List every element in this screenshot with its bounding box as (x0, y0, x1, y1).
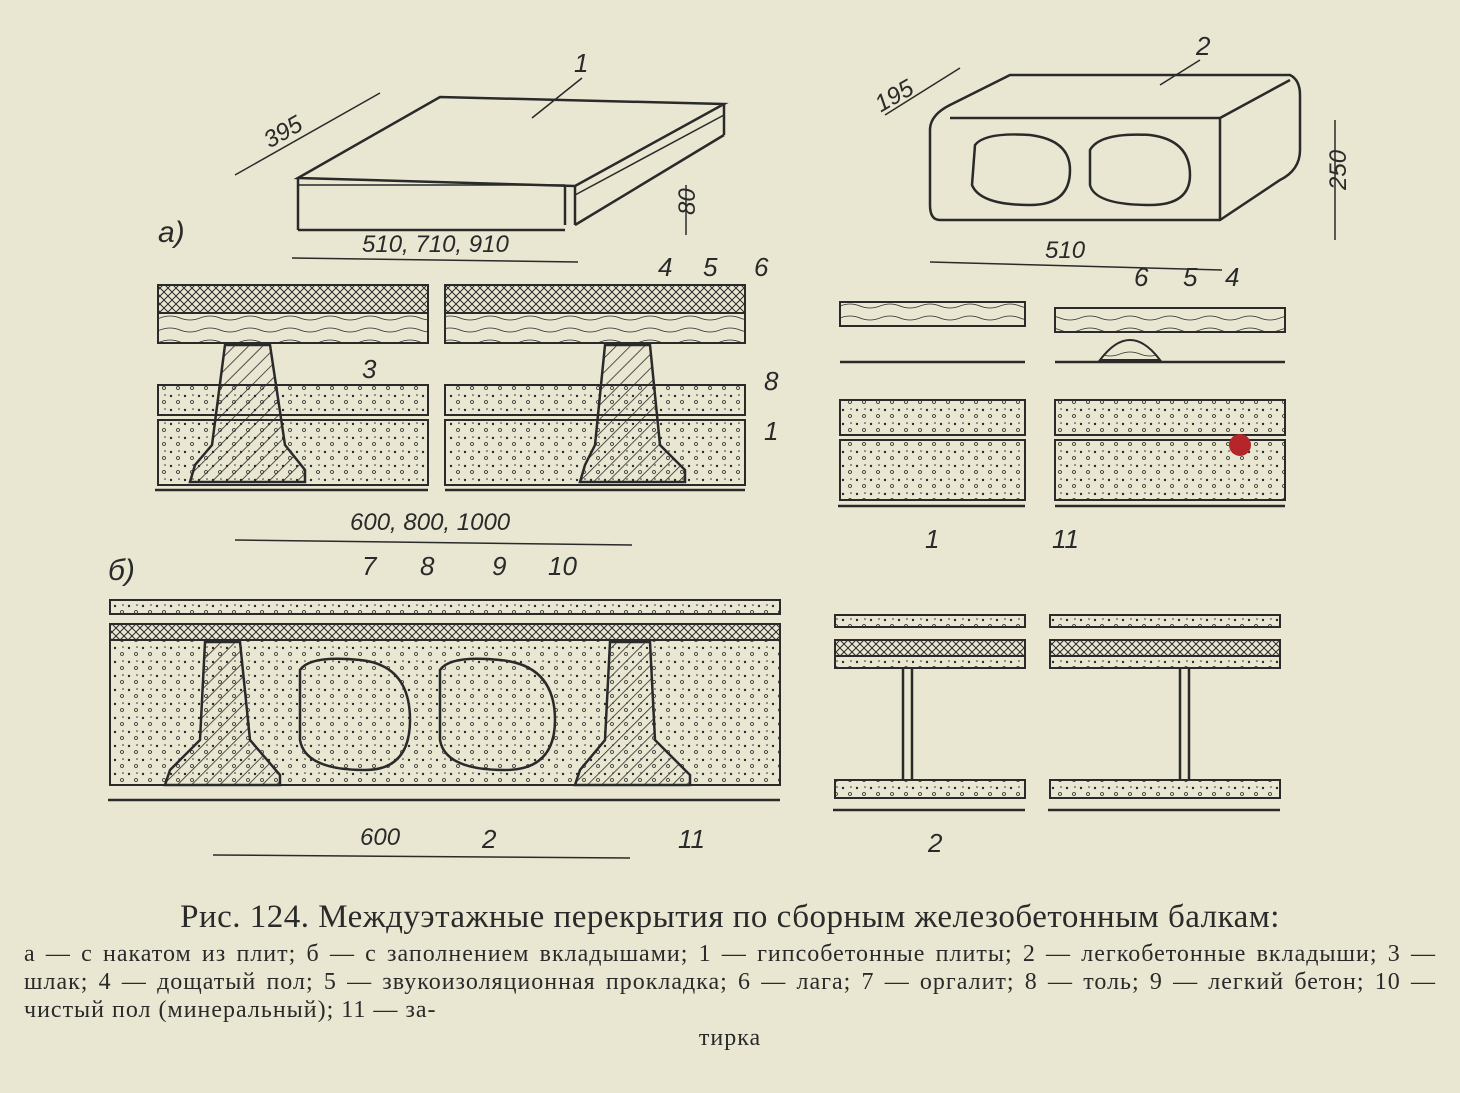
caption-last-line: тирка (698, 1025, 762, 1051)
dim-block-height: 250 (1325, 149, 1352, 191)
callout-2-b: 2 (481, 824, 497, 854)
callout-11-right-a: 11 (1052, 524, 1079, 554)
caption-legend: а — с накатом из плит; б — с заполнением… (24, 941, 1436, 1023)
dim-block-width: 195 (870, 74, 919, 118)
section-b-left (108, 599, 781, 859)
caption-title: Рис. 124. Междуэтажные перекрытия по сбо… (180, 899, 1280, 935)
callout-1-top: 1 (574, 48, 588, 78)
callout-10: 10 (548, 551, 577, 581)
section-a-right (838, 301, 1286, 508)
section-a-left (155, 284, 746, 546)
callout-11-b: 11 (678, 824, 705, 854)
dim-spacing-b: 600 (360, 824, 401, 851)
caption-body: а — с накатом из плит; б — с заполнением… (24, 940, 1436, 1052)
callout-1-right: 1 (925, 524, 939, 554)
dim-plate-lengths: 510, 710, 910 (362, 231, 509, 258)
dim-spacing-a: 600, 800, 1000 (350, 509, 511, 536)
lightweight-block-drawing (884, 67, 1336, 271)
callout-8-b: 8 (420, 551, 435, 581)
callout-6-a: 6 (754, 252, 769, 282)
callout-2-right: 2 (927, 828, 943, 858)
figure-caption: Рис. 124. Междуэтажные перекрытия по сбо… (20, 898, 1440, 1052)
dim-plate-width: 395 (259, 110, 308, 154)
callout-4-a: 4 (658, 252, 672, 282)
callout-6-b: 6 (1134, 262, 1149, 292)
callout-9: 9 (492, 551, 506, 581)
callout-5-b: 5 (1183, 262, 1198, 292)
panel-label-b: б) (108, 554, 135, 587)
panel-label-a: а) (158, 216, 185, 249)
callout-7: 7 (362, 551, 378, 581)
gypsum-plate-drawing (234, 92, 729, 263)
dim-plate-thickness: 80 (674, 188, 701, 215)
section-b-right (833, 614, 1281, 812)
callout-5-a: 5 (703, 252, 718, 282)
callout-8-a: 8 (764, 366, 779, 396)
callout-1-a: 1 (764, 416, 778, 446)
callout-4-b: 4 (1225, 262, 1239, 292)
callout-2-top: 2 (1195, 31, 1211, 61)
dim-block-length: 510 (1045, 237, 1086, 264)
callout-3: 3 (362, 354, 377, 384)
